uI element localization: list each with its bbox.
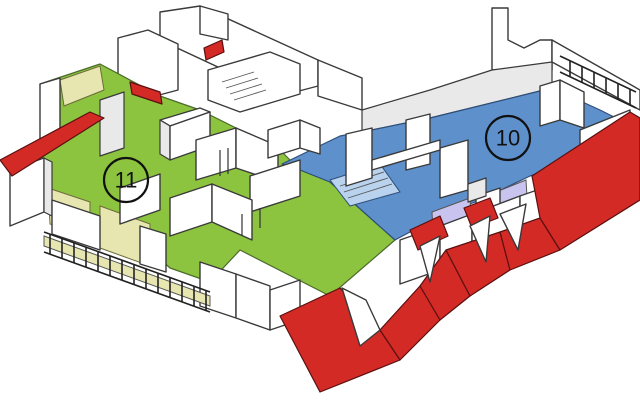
dormer-cheek-3 [499, 203, 527, 251]
unit-11-label-text: 11 [115, 168, 138, 193]
back-wall-chimney [199, 5, 229, 41]
roof-small-left [129, 81, 163, 105]
wall-g-center-box-side [299, 119, 321, 155]
wall-g9 [99, 91, 125, 157]
wall-g1-side [159, 119, 171, 161]
wall-b3 [439, 139, 469, 199]
outer-wall-left-end-side [43, 157, 53, 217]
wall-b8 [467, 177, 487, 203]
outer-wall-front-4 [235, 273, 271, 331]
unit-11-label-circle [102, 156, 150, 204]
back-wall-mid [317, 59, 363, 111]
wall-b6 [559, 79, 585, 129]
interior-details [219, 148, 261, 236]
roof-notch-1 [409, 215, 449, 251]
right-railing [559, 55, 637, 109]
dormer-cheeks [341, 203, 527, 347]
wall-g-center-box [267, 119, 301, 159]
roof-small-top [203, 39, 225, 61]
stair-back [221, 71, 267, 101]
back-wall-right-tower [491, 7, 553, 71]
wall-b1 [345, 127, 373, 187]
outer-wall-front-2 [139, 225, 167, 273]
roof-right [531, 111, 640, 251]
unit-10-label-circle [484, 114, 532, 162]
dormer-cheek-1 [419, 235, 441, 283]
wall-b5 [539, 79, 561, 127]
unit-11-terrace-strip [59, 65, 105, 107]
roof-panels [0, 39, 640, 393]
wall-b4 [371, 139, 441, 171]
wall-b2 [405, 113, 431, 171]
balcony-railing [43, 231, 211, 313]
outer-wall-front-1 [51, 199, 101, 251]
unit-11-label: 11 [102, 156, 150, 204]
dormer-cheek-4 [341, 287, 381, 347]
back-stair-block [207, 51, 301, 113]
unit-10-label: 10 [484, 114, 532, 162]
dormer-cheek-2 [469, 215, 491, 263]
wall-g8 [119, 173, 161, 225]
unit-10-label-text: 10 [496, 126, 520, 151]
roof-left [0, 111, 105, 177]
